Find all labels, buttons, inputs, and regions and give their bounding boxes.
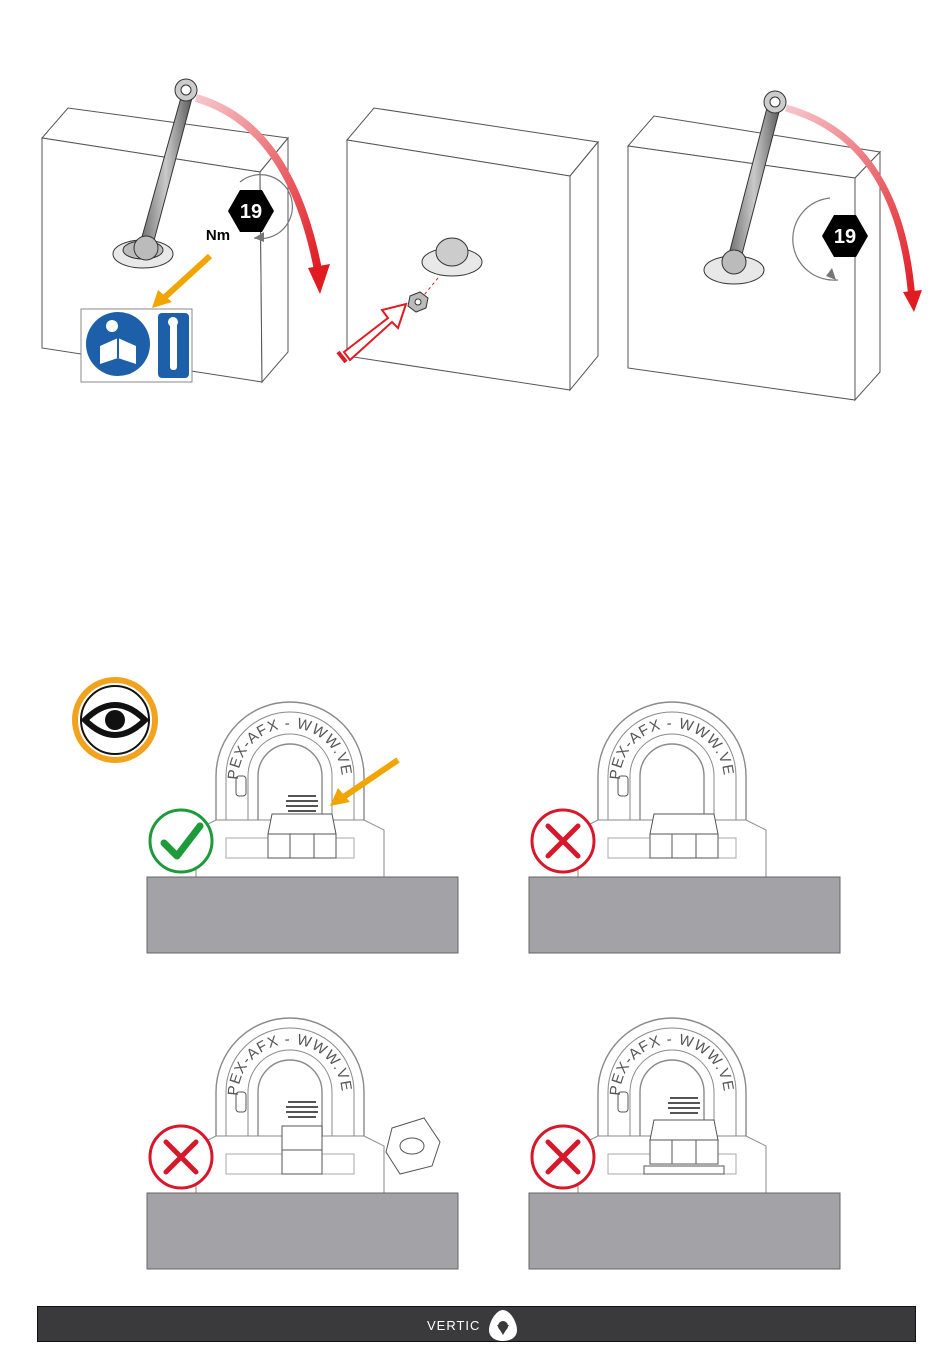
cross-bad-icon bbox=[150, 1126, 212, 1188]
check-ok-icon bbox=[150, 810, 212, 872]
surface-block bbox=[529, 877, 840, 953]
cross-bad-icon bbox=[532, 810, 594, 872]
ring-text: PEX-AFX - WWW.VERTIC.FR bbox=[376, 660, 737, 780]
read-manual-icon bbox=[86, 312, 150, 376]
ring-text: PEX-AFX - WWW.VERTIC.FR bbox=[0, 963, 355, 1096]
inspection-examples: PEX-AFX - WWW.VERTIC.FR PEX-AFX - WWW.VE… bbox=[0, 660, 950, 1290]
step-2-panel bbox=[338, 108, 598, 390]
vertic-logo-icon bbox=[486, 1308, 520, 1342]
torque-wrench-icon bbox=[158, 313, 189, 378]
surface-block bbox=[147, 877, 458, 953]
surface-block bbox=[529, 1193, 840, 1269]
ring-text: PEX-AFX - WWW.VERTIC.FR bbox=[376, 963, 737, 1096]
example-wrong-2: PEX-AFX - WWW.VERTIC.FR bbox=[0, 963, 458, 1269]
brand-logo: VERTIC bbox=[427, 1307, 520, 1343]
surface-block bbox=[147, 1193, 458, 1269]
loose-nut-icon bbox=[386, 1118, 440, 1174]
hex-size-label: 19 bbox=[240, 201, 262, 223]
installation-steps: 19 Nm bbox=[0, 0, 950, 420]
cross-bad-icon bbox=[532, 1126, 594, 1188]
ring-text: PEX-AFX - WWW.VERTIC.FR bbox=[0, 660, 355, 780]
example-correct: PEX-AFX - WWW.VERTIC.FR bbox=[0, 660, 458, 953]
brand-name: VERTIC bbox=[427, 1318, 480, 1333]
eye-inspect-icon bbox=[75, 680, 155, 760]
step-3-panel: 19 bbox=[628, 91, 922, 400]
hex-size-label: 19 bbox=[834, 226, 856, 248]
torque-unit-label: Nm bbox=[206, 227, 230, 244]
footer-bar: VERTIC bbox=[37, 1306, 916, 1342]
step-1-panel: 19 Nm bbox=[42, 79, 330, 382]
